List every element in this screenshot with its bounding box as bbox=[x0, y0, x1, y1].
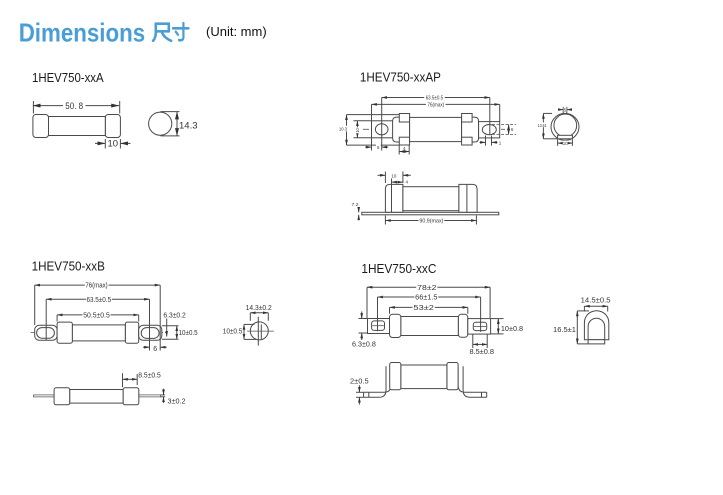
svg-text:(Unit: mm): (Unit: mm) bbox=[206, 24, 267, 39]
svg-text:5: 5 bbox=[564, 107, 567, 112]
svg-text:14.5±0.5: 14.5±0.5 bbox=[581, 295, 611, 304]
svg-text:16.5±1: 16.5±1 bbox=[553, 325, 576, 334]
svg-text:10: 10 bbox=[563, 141, 569, 146]
svg-text:4: 4 bbox=[406, 180, 409, 185]
svg-text:1: 1 bbox=[499, 141, 502, 146]
svg-text:63.5±0.5: 63.5±0.5 bbox=[86, 297, 111, 304]
svg-text:50. 8: 50. 8 bbox=[65, 101, 83, 112]
svg-text:66±1.5: 66±1.5 bbox=[415, 293, 437, 302]
svg-text:1HEV750-xxC: 1HEV750-xxC bbox=[361, 261, 436, 276]
svg-text:10±0.5: 10±0.5 bbox=[223, 328, 243, 335]
svg-text:10.3: 10.3 bbox=[339, 127, 347, 132]
svg-text:4: 4 bbox=[403, 146, 406, 151]
svg-text:1HEV750-xxAP: 1HEV750-xxAP bbox=[360, 69, 441, 84]
svg-text:3±0.2: 3±0.2 bbox=[168, 398, 186, 405]
svg-text:10±0.8: 10±0.8 bbox=[501, 324, 523, 333]
svg-text:Dimensions: Dimensions bbox=[19, 18, 146, 48]
svg-text:90.9(max): 90.9(max) bbox=[419, 219, 443, 225]
svg-text:6: 6 bbox=[153, 346, 157, 353]
svg-text:13.61: 13.61 bbox=[538, 123, 547, 128]
svg-text:7.2: 7.2 bbox=[352, 202, 360, 207]
svg-text:6.3±0.2: 6.3±0.2 bbox=[163, 312, 185, 319]
svg-text:10±0.5: 10±0.5 bbox=[179, 330, 198, 337]
svg-text:5: 5 bbox=[377, 145, 380, 150]
svg-text:8.5±0.5: 8.5±0.5 bbox=[138, 373, 161, 380]
svg-text:10: 10 bbox=[108, 138, 119, 149]
svg-text:53±2: 53±2 bbox=[413, 303, 434, 312]
svg-text:14.3±0.2: 14.3±0.2 bbox=[246, 305, 272, 312]
svg-text:14.3: 14.3 bbox=[179, 121, 198, 132]
svg-text:76(max): 76(max) bbox=[427, 102, 444, 108]
svg-text:76(max): 76(max) bbox=[85, 283, 107, 290]
svg-text:10: 10 bbox=[391, 173, 397, 178]
svg-text:78±2: 78±2 bbox=[417, 283, 436, 292]
svg-text:63.5±0.5: 63.5±0.5 bbox=[426, 96, 443, 102]
svg-text:8.5±0.8: 8.5±0.8 bbox=[469, 347, 494, 356]
svg-text:2±0.5: 2±0.5 bbox=[350, 377, 369, 386]
svg-text:6: 6 bbox=[511, 127, 514, 132]
svg-text:1HEV750-xxA: 1HEV750-xxA bbox=[32, 70, 104, 85]
svg-text:1HEV750-xxB: 1HEV750-xxB bbox=[32, 258, 105, 273]
svg-text:50.5±0.5: 50.5±0.5 bbox=[83, 313, 110, 320]
svg-text:6.3±0.8: 6.3±0.8 bbox=[352, 339, 376, 348]
svg-text:10: 10 bbox=[355, 128, 360, 133]
